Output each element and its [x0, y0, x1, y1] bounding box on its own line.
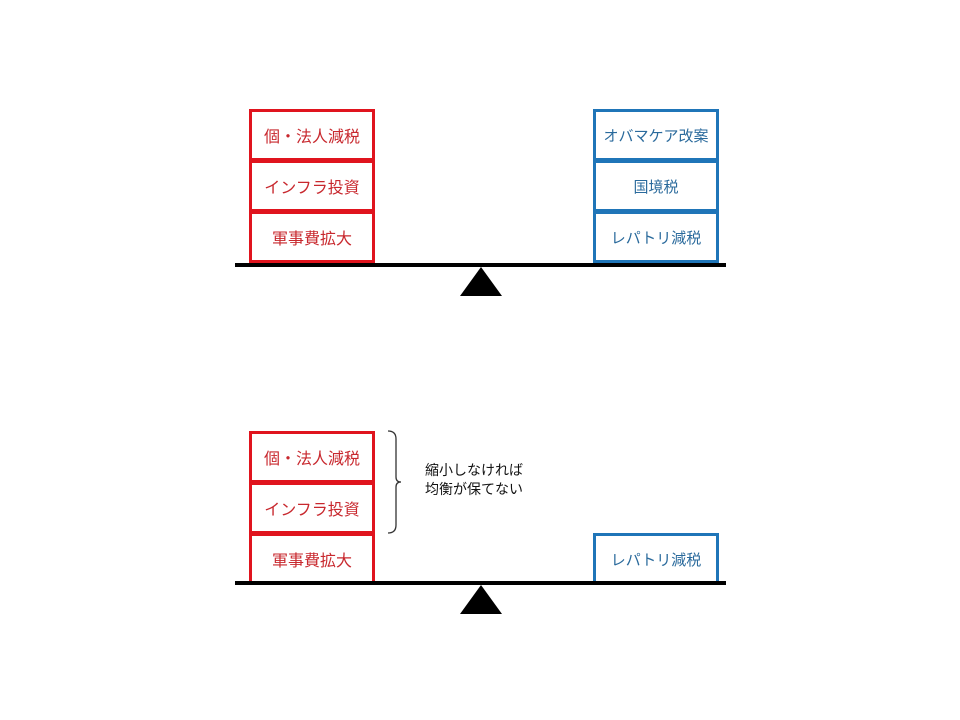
- balance-beam: [235, 263, 726, 267]
- fulcrum-triangle: [460, 267, 502, 296]
- annotation-note: 縮小しなければ 均衡が保てない: [425, 462, 523, 500]
- left-block: 個・法人減税: [249, 431, 375, 483]
- note-line: 縮小しなければ: [425, 463, 523, 479]
- right-block: レパトリ減税: [593, 211, 719, 263]
- right-block: オバマケア改案: [593, 109, 719, 161]
- right-block: 国境税: [593, 160, 719, 212]
- left-block: 軍事費拡大: [249, 533, 375, 585]
- left-block: インフラ投資: [249, 160, 375, 212]
- left-block: 軍事費拡大: [249, 211, 375, 263]
- note-line: 均衡が保てない: [425, 482, 523, 498]
- right-block: レパトリ減税: [593, 533, 719, 585]
- curly-bracket: [387, 430, 402, 534]
- balance-beam: [235, 581, 726, 585]
- left-block: インフラ投資: [249, 482, 375, 534]
- fulcrum-triangle: [460, 585, 502, 614]
- left-block: 個・法人減税: [249, 109, 375, 161]
